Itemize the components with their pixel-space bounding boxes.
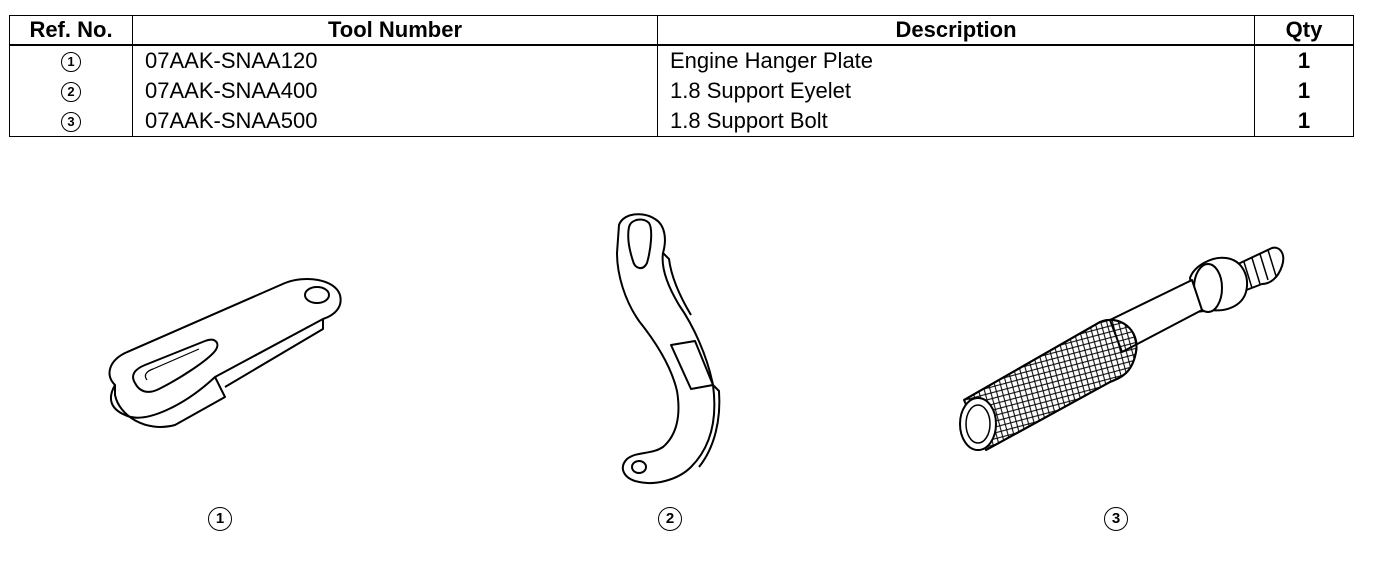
tool-number-cell: 07AAK-SNAA500 [132, 106, 658, 137]
ref-number: 3 [61, 112, 81, 133]
header-ref-no: Ref. No. [9, 15, 133, 46]
ref-cell: 1 [9, 45, 133, 76]
figure-2-label: 2 [658, 507, 682, 531]
tool-number-cell: 07AAK-SNAA120 [132, 45, 658, 76]
table-row: 1 07AAK-SNAA120 Engine Hanger Plate 1 [9, 45, 1354, 76]
description-cell: 1.8 Support Eyelet [657, 76, 1255, 106]
support-eyelet-icon [616, 213, 721, 485]
header-qty: Qty [1254, 15, 1354, 46]
description-cell: 1.8 Support Bolt [657, 106, 1255, 137]
qty-cell: 1 [1254, 45, 1354, 76]
qty-cell: 1 [1254, 106, 1354, 137]
ref-cell: 3 [9, 106, 133, 137]
table-row: 3 07AAK-SNAA500 1.8 Support Bolt 1 [9, 106, 1354, 137]
header-description: Description [657, 15, 1255, 46]
header-tool-number: Tool Number [132, 15, 658, 46]
ref-cell: 2 [9, 76, 133, 106]
description-cell: Engine Hanger Plate [657, 45, 1255, 76]
ref-number: 2 [61, 82, 81, 103]
ref-number: 1 [61, 52, 81, 73]
qty-cell: 1 [1254, 76, 1354, 106]
table-row: 2 07AAK-SNAA400 1.8 Support Eyelet 1 [9, 76, 1354, 106]
engine-hanger-plate-icon [108, 278, 342, 428]
figure-3-label: 3 [1104, 507, 1128, 531]
figure-1-label: 1 [208, 507, 232, 531]
special-tools-table: Ref. No. Tool Number Description Qty 1 0… [9, 15, 1354, 137]
table-header-row: Ref. No. Tool Number Description Qty [9, 15, 1354, 46]
support-bolt-icon [959, 246, 1285, 451]
tool-number-cell: 07AAK-SNAA400 [132, 76, 658, 106]
